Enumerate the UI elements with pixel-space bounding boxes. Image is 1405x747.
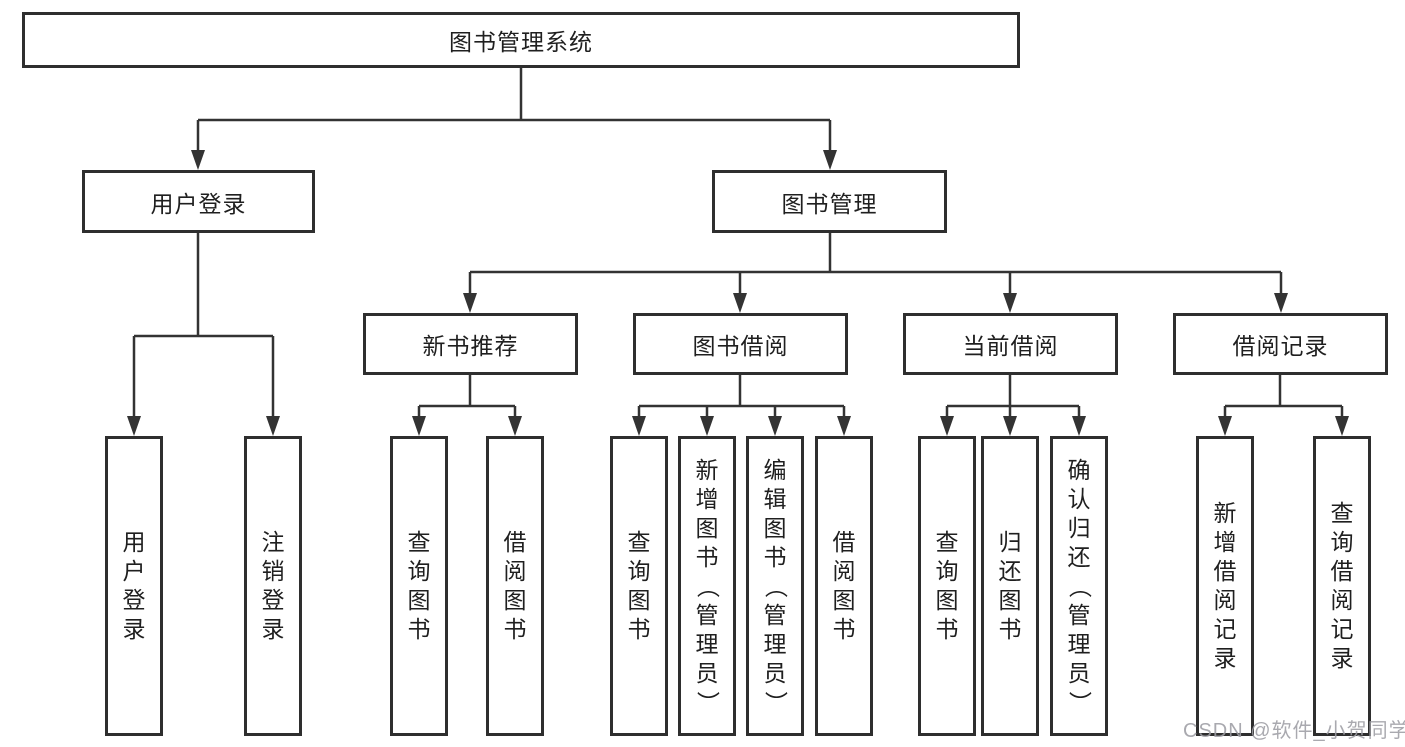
leaf-query-book-recommend-label: 查询图书 xyxy=(407,529,431,642)
leaf-logout-label: 注销登录 xyxy=(261,529,285,642)
leaf-edit-book-admin: 编辑图书（管理员） xyxy=(746,436,804,736)
leaf-query-book-current-label: 查询图书 xyxy=(935,529,959,642)
node-current-borrowing-label: 当前借阅 xyxy=(962,333,1059,359)
node-book-borrowing: 图书借阅 xyxy=(633,313,848,375)
node-user-login-label: 用户登录 xyxy=(150,190,247,217)
leaf-query-book-borrowing-label: 查询图书 xyxy=(627,529,651,642)
leaf-edit-book-admin-label: 编辑图书（管理员） xyxy=(762,456,789,714)
node-new-book-recommend-label: 新书推荐 xyxy=(422,333,519,359)
leaf-confirm-return-admin: 确认归还（管理员） xyxy=(1050,436,1108,736)
leaf-borrow-book-label: 借阅图书 xyxy=(832,529,856,642)
leaf-add-book-admin-label: 新增图书（管理员） xyxy=(694,456,721,714)
connector-edges xyxy=(132,68,1344,418)
leaf-borrow-book: 借阅图书 xyxy=(815,436,873,736)
leaf-user-login-label: 用户登录 xyxy=(122,529,146,642)
leaf-query-book-recommend: 查询图书 xyxy=(390,436,448,736)
connector-arrowheads xyxy=(127,150,1349,436)
leaf-logout: 注销登录 xyxy=(244,436,302,736)
leaf-add-book-admin: 新增图书（管理员） xyxy=(678,436,736,736)
node-book-management: 图书管理 xyxy=(712,170,947,233)
leaf-add-borrow-record-label: 新增借阅记录 xyxy=(1213,500,1237,671)
node-root-label: 图书管理系统 xyxy=(449,29,593,55)
csdn-watermark: CSDN @软件_小贺同学 xyxy=(1183,720,1405,742)
leaf-query-book-borrowing: 查询图书 xyxy=(610,436,668,736)
leaf-query-borrow-record: 查询借阅记录 xyxy=(1313,436,1371,736)
node-root: 图书管理系统 xyxy=(22,12,1020,68)
node-book-borrowing-label: 图书借阅 xyxy=(692,333,789,359)
node-borrowing-records-label: 借阅记录 xyxy=(1232,333,1329,359)
leaf-borrow-book-recommend: 借阅图书 xyxy=(486,436,544,736)
node-borrowing-records: 借阅记录 xyxy=(1173,313,1388,375)
node-new-book-recommend: 新书推荐 xyxy=(363,313,578,375)
leaf-add-borrow-record: 新增借阅记录 xyxy=(1196,436,1254,736)
leaf-query-book-current: 查询图书 xyxy=(918,436,976,736)
leaf-confirm-return-admin-label: 确认归还（管理员） xyxy=(1066,456,1093,714)
node-book-management-label: 图书管理 xyxy=(781,190,878,217)
node-user-login: 用户登录 xyxy=(82,170,315,233)
leaf-return-book-label: 归还图书 xyxy=(998,529,1022,642)
leaf-borrow-book-recommend-label: 借阅图书 xyxy=(503,529,527,642)
leaf-user-login: 用户登录 xyxy=(105,436,163,736)
leaf-query-borrow-record-label: 查询借阅记录 xyxy=(1330,500,1354,671)
node-current-borrowing: 当前借阅 xyxy=(903,313,1118,375)
leaf-return-book: 归还图书 xyxy=(981,436,1039,736)
